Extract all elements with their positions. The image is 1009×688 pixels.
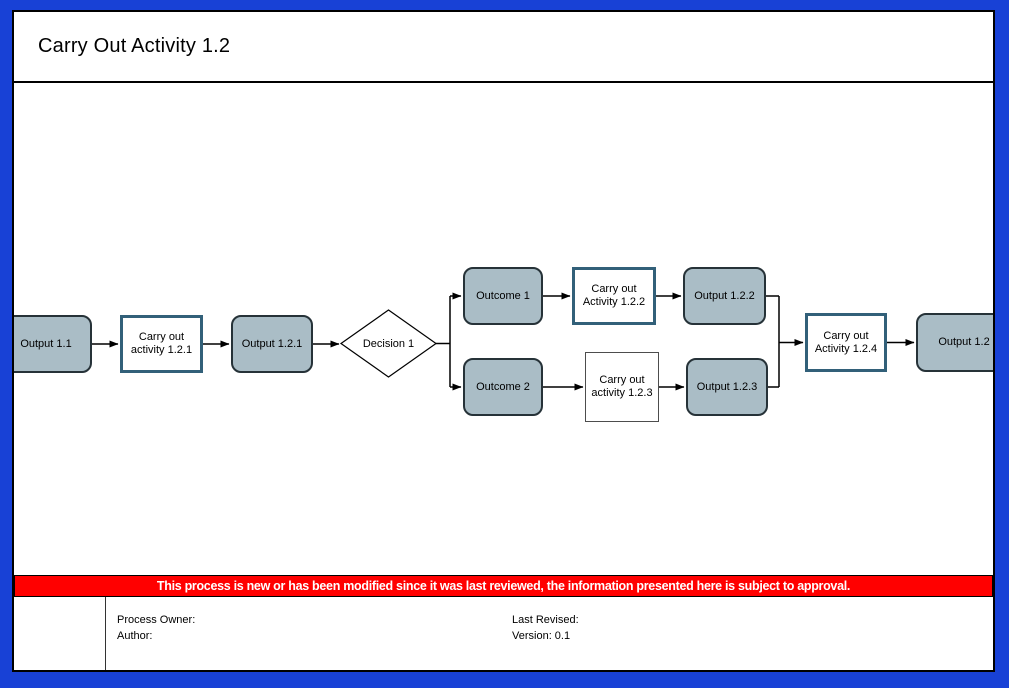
footer-divider <box>105 597 106 670</box>
node-outcome-2[interactable]: Outcome 2 <box>463 358 543 416</box>
author-label: Author: <box>117 630 153 642</box>
footer-left-block: Process Owner: Author: <box>117 612 195 644</box>
version-label: Version: 0.1 <box>512 630 571 642</box>
footer: Process Owner: Author: Last Revised: Ver… <box>14 597 993 670</box>
node-output-1-2-1[interactable]: Output 1.2.1 <box>231 315 313 373</box>
node-output-1-2-3[interactable]: Output 1.2.3 <box>686 358 768 416</box>
approval-warning-text: This process is new or has been modified… <box>156 579 851 593</box>
node-output-1-2-2[interactable]: Output 1.2.2 <box>683 267 766 325</box>
last-revised-label: Last Revised: <box>512 614 579 626</box>
node-outcome-1[interactable]: Outcome 1 <box>463 267 543 325</box>
approval-warning-banner: This process is new or has been modified… <box>14 575 993 597</box>
page-header: Carry Out Activity 1.2 <box>14 12 993 83</box>
flowchart-connectors <box>92 292 915 391</box>
node-activity-1-2-1[interactable]: Carry out activity 1.2.1 <box>120 315 203 373</box>
decision-diamond <box>339 309 438 378</box>
node-output-1-2[interactable]: Output 1.2 <box>916 313 993 372</box>
node-activity-1-2-2[interactable]: Carry out Activity 1.2.2 <box>572 267 656 325</box>
node-activity-1-2-4[interactable]: Carry out Activity 1.2.4 <box>805 313 887 372</box>
process-map-page: Carry Out Activity 1.2 <box>12 10 995 672</box>
footer-mid-block: Last Revised: Version: 0.1 <box>512 612 579 644</box>
node-activity-1-2-3[interactable]: Carry out activity 1.2.3 <box>585 352 659 422</box>
node-decision-1[interactable]: Decision 1 <box>362 337 415 350</box>
node-output-1-1[interactable]: Output 1.1 <box>14 315 92 373</box>
flowchart-canvas: Output 1.1 Carry out activity 1.2.1 Outp… <box>14 83 993 575</box>
process-owner-label: Process Owner: <box>117 614 196 626</box>
page-title: Carry Out Activity 1.2 <box>38 35 231 57</box>
